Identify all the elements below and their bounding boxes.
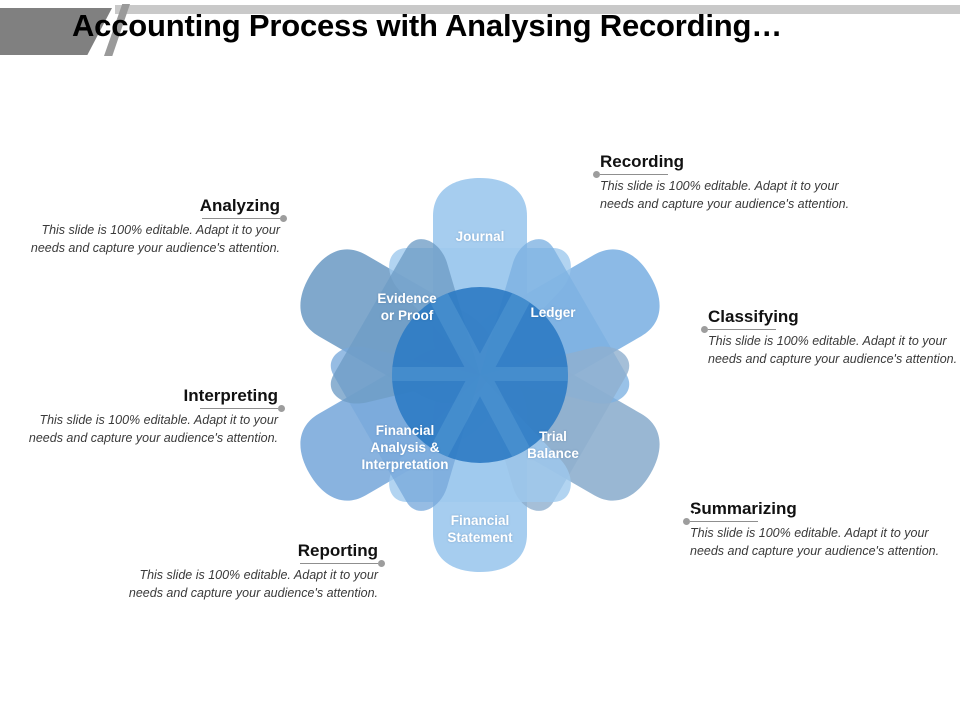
connector-dot-icon xyxy=(280,215,287,222)
title-top-rule xyxy=(115,5,960,14)
callout-analyzing-heading: Analyzing xyxy=(199,196,280,215)
connector-dot-icon xyxy=(701,326,708,333)
callout-classifying-body: This slide is 100% editable. Adapt it to… xyxy=(708,334,958,366)
magnifier-gear-icon xyxy=(664,491,695,525)
callout-recording[interactable]: Recording This slide is 100% editable. A… xyxy=(593,152,850,213)
callout-recording-heading: Recording xyxy=(600,152,685,171)
callout-reporting-rule xyxy=(300,560,385,567)
title-band: Accounting Process with Analysing Record… xyxy=(0,0,960,62)
diagram-hub xyxy=(392,287,568,463)
callout-classifying[interactable]: Classifying This slide is 100% editable.… xyxy=(701,307,958,368)
callout-reporting-heading: Reporting xyxy=(297,541,378,560)
connector-dot-icon xyxy=(593,171,600,178)
callout-summarizing-body: This slide is 100% editable. Adapt it to… xyxy=(690,526,940,558)
callout-reporting[interactable]: Reporting This slide is 100% editable. A… xyxy=(128,541,385,602)
accounting-process-diagram: Journal Ledger Trial Balance Financial S… xyxy=(265,160,695,590)
callout-classifying-rule xyxy=(701,326,776,333)
callout-analyzing-body: This slide is 100% editable. Adapt it to… xyxy=(30,223,280,255)
id-card-person-icon xyxy=(676,554,695,584)
callout-recording-rule xyxy=(593,171,668,178)
page-title: Accounting Process with Analysing Record… xyxy=(72,8,783,43)
callout-interpreting[interactable]: Interpreting This slide is 100% editable… xyxy=(28,386,285,447)
connector-dot-icon xyxy=(278,405,285,412)
callout-summarizing[interactable]: Summarizing This slide is 100% editable.… xyxy=(683,499,940,560)
callout-summarizing-rule xyxy=(683,518,758,525)
callout-summarizing-heading: Summarizing xyxy=(690,499,797,518)
callout-analyzing[interactable]: Analyzing This slide is 100% editable. A… xyxy=(30,196,287,257)
callout-recording-body: This slide is 100% editable. Adapt it to… xyxy=(600,179,850,211)
callout-interpreting-rule xyxy=(200,405,285,412)
callout-analyzing-rule xyxy=(202,215,287,222)
connector-dot-icon xyxy=(378,560,385,567)
callout-interpreting-body: This slide is 100% editable. Adapt it to… xyxy=(28,413,278,445)
callout-interpreting-heading: Interpreting xyxy=(183,386,278,405)
callout-classifying-heading: Classifying xyxy=(708,307,799,326)
connector-dot-icon xyxy=(683,518,690,525)
callout-reporting-body: This slide is 100% editable. Adapt it to… xyxy=(128,568,378,600)
